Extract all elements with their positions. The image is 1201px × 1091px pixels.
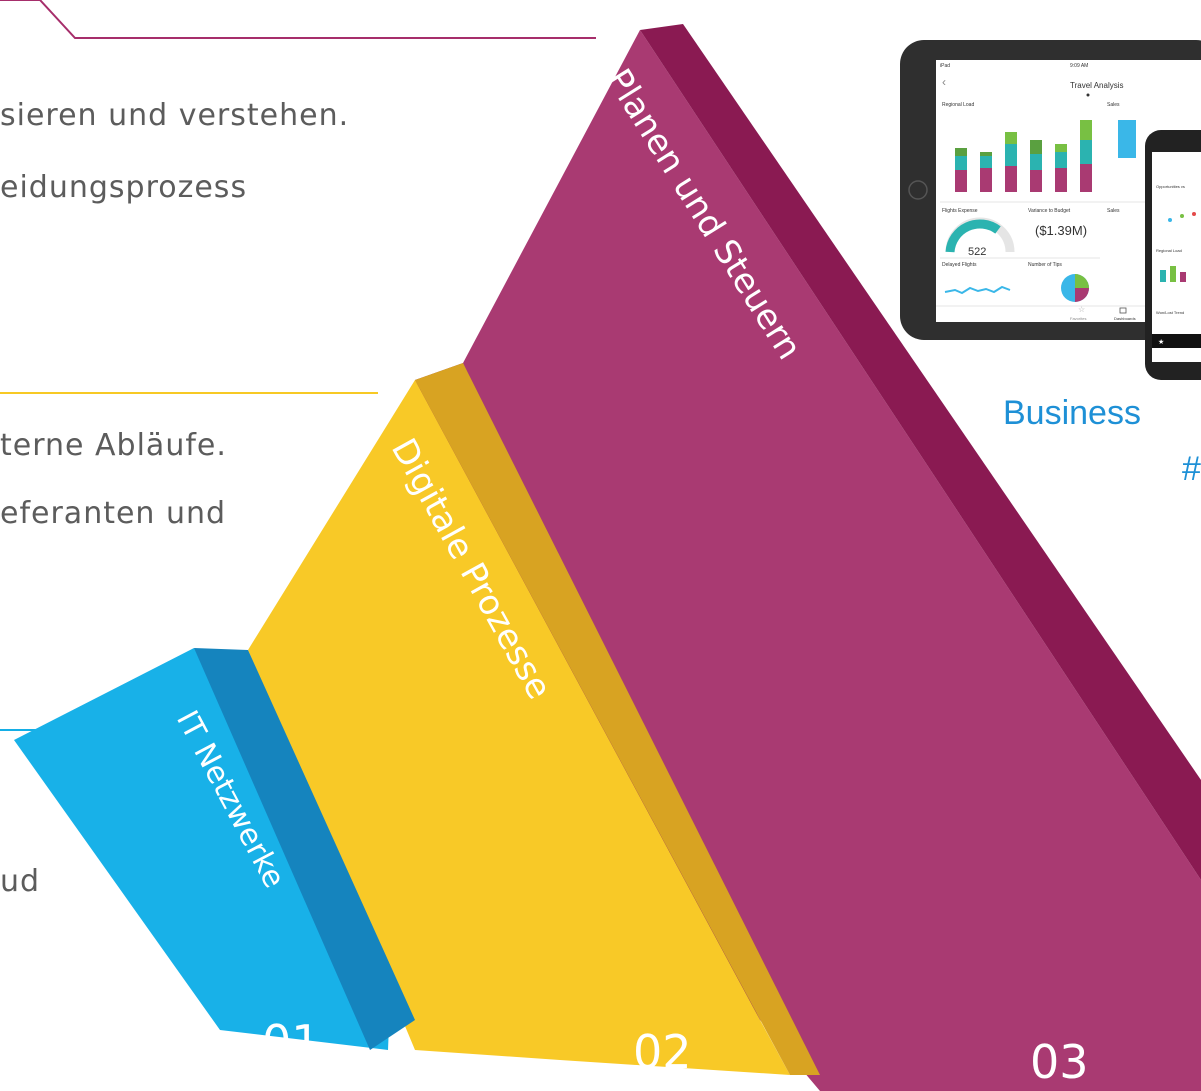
caption-line-2: #	[1182, 450, 1201, 488]
card-sales-title-2: Sales	[1107, 208, 1120, 214]
tab-favorites-label[interactable]: Favorites	[1070, 316, 1086, 321]
layer-02-front	[248, 380, 790, 1075]
layer-01-number: 01	[262, 1015, 321, 1069]
description-line-1: sieren und verstehen.	[0, 98, 350, 133]
card-sales-title: Sales	[1107, 102, 1120, 108]
card-flights-expense-title: Flights Expense	[942, 208, 978, 214]
phone-card-2: Regional Load	[1156, 248, 1182, 253]
description-line-4: eferanten und	[0, 496, 227, 531]
device-mockup: iPad 9:09 AM Travel Analysis ‹ Regional …	[900, 40, 1201, 380]
regional-load-bars	[955, 120, 1092, 192]
variance-value: ($1.39M)	[1035, 223, 1087, 238]
card-tips-title: Number of Tips	[1028, 262, 1062, 268]
tablet-status-time: 9:09 AM	[1070, 63, 1088, 69]
phone-screen	[1152, 152, 1201, 362]
layer-01-front	[14, 648, 390, 1050]
divider-line-purple	[0, 0, 596, 39]
tablet-home-button	[908, 180, 928, 200]
layer-03-front	[463, 30, 1201, 1091]
layer-02-number: 02	[633, 1025, 692, 1079]
layer-01-edge	[194, 648, 415, 1050]
phone-card-1: Opportunities vs	[1156, 184, 1185, 189]
back-chevron-icon[interactable]: ‹	[942, 75, 946, 89]
sales-bar	[1118, 120, 1136, 158]
phone-favorites-icon[interactable]: ★	[1158, 338, 1164, 346]
caption-line-1: Business	[1003, 394, 1141, 432]
card-delayed-title: Delayed Flights	[942, 262, 977, 268]
card-regional-load-title: Regional Load	[942, 102, 974, 108]
description-line-5: ud	[0, 864, 41, 899]
gauge-value: 522	[968, 246, 986, 258]
tab-dashboards-label[interactable]: Dashboards	[1114, 316, 1136, 321]
phone-card-3: Won/Lost Trend	[1156, 310, 1184, 315]
description-line-2: eidungsprozess	[0, 170, 248, 205]
layer-02-edge	[415, 363, 820, 1075]
layer-03-edge	[640, 24, 1201, 880]
description-line-3: terne Abläufe.	[0, 428, 227, 463]
favorites-star-icon[interactable]: ☆	[1078, 305, 1085, 314]
card-variance-title: Variance to Budget	[1028, 208, 1071, 214]
tablet-status-left: iPad	[940, 63, 950, 69]
tablet-title: Travel Analysis	[1070, 81, 1124, 90]
layer-03-number: 03	[1030, 1035, 1089, 1089]
dashboards-icon	[1119, 307, 1127, 314]
delayed-flights-sparkline	[944, 285, 1011, 295]
